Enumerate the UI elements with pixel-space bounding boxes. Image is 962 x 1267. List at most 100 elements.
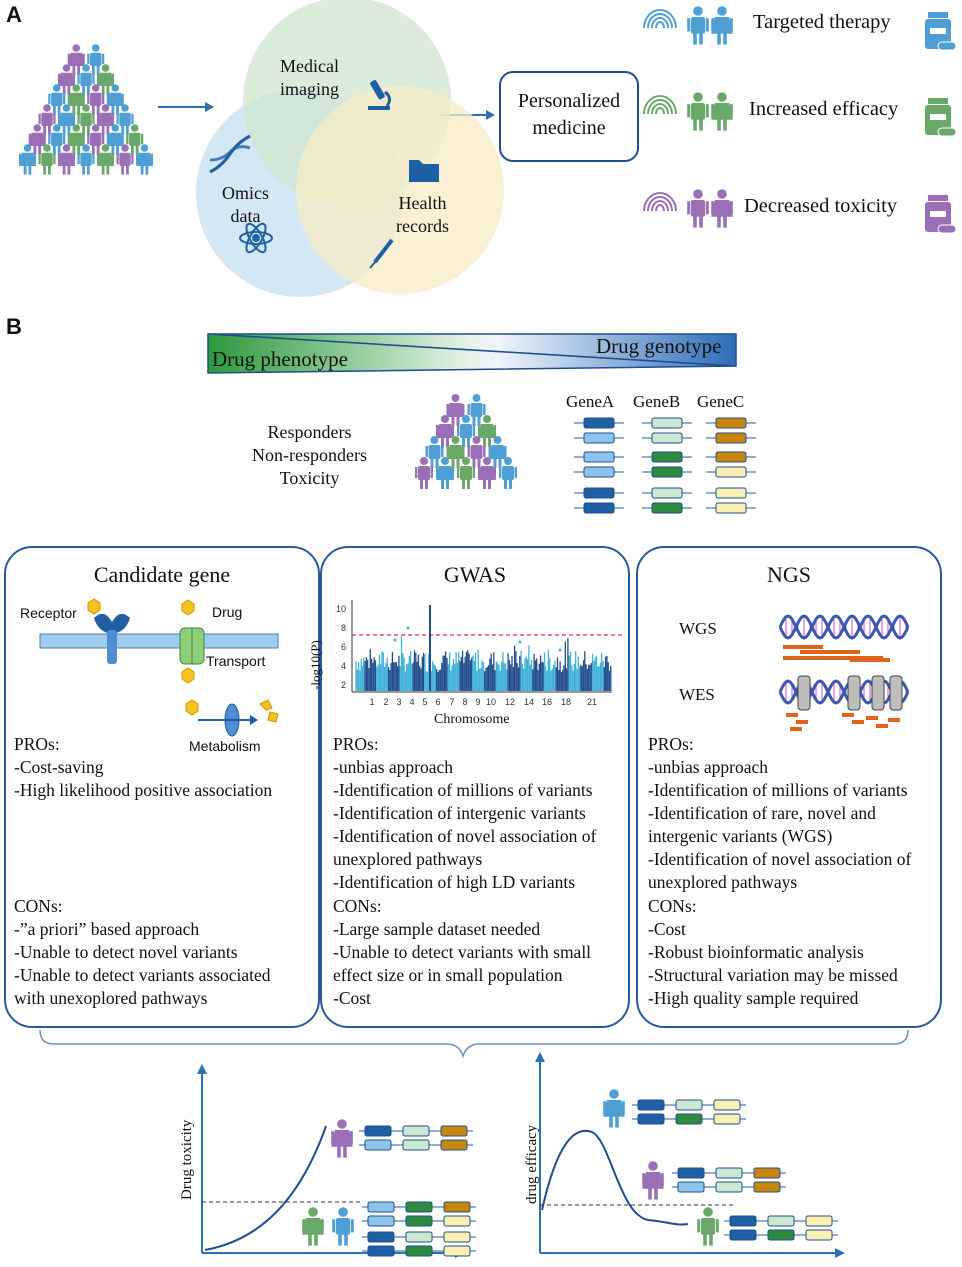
genotype-allele bbox=[583, 487, 615, 499]
genotype-allele bbox=[364, 1139, 392, 1151]
genotype-allele bbox=[637, 1099, 665, 1111]
pill-bottle-icon bbox=[925, 98, 957, 137]
genotype-allele bbox=[753, 1181, 781, 1193]
efficacy-curve bbox=[541, 1129, 689, 1226]
gwas-y-tick: 8 bbox=[341, 623, 346, 633]
person-icon bbox=[478, 415, 496, 447]
genotype-allele bbox=[729, 1229, 757, 1241]
receptor-label: Receptor bbox=[20, 605, 77, 621]
gwas-x-tick: 4 bbox=[409, 697, 414, 707]
person-icon bbox=[77, 144, 95, 175]
genotype-allele bbox=[713, 1113, 741, 1125]
fingerprint-icon bbox=[643, 9, 677, 29]
atom-icon bbox=[239, 222, 273, 254]
gwas-x-tick: 6 bbox=[435, 697, 440, 707]
genotype-allele bbox=[583, 502, 615, 514]
genotype-allele bbox=[583, 432, 615, 444]
gwas-y-tick: 6 bbox=[341, 642, 346, 652]
genotype-allele bbox=[651, 451, 683, 463]
candidate-pros: -Cost-saving -High likelihood positive a… bbox=[14, 757, 273, 800]
person-icon bbox=[87, 124, 105, 155]
genotype-allele bbox=[443, 1201, 471, 1213]
panel-b-letter: B bbox=[6, 314, 22, 339]
sequencing-read bbox=[790, 727, 802, 731]
venn-records-label: Health records bbox=[396, 193, 449, 236]
gene-c-label: GeneC bbox=[697, 392, 745, 411]
wgs-label: WGS bbox=[679, 619, 717, 638]
person-icon bbox=[96, 104, 115, 135]
gwas-x-tick: 7 bbox=[449, 697, 454, 707]
response-groups: Responders Non-responders Toxicity bbox=[252, 422, 367, 488]
genotype-allele bbox=[767, 1215, 795, 1227]
person-icon bbox=[499, 457, 517, 489]
metabolism-icon bbox=[185, 699, 279, 737]
person-icon bbox=[77, 64, 95, 95]
genotype-allele bbox=[729, 1215, 757, 1227]
gwas-x-tick: 12 bbox=[505, 697, 515, 707]
genotype-allele bbox=[715, 451, 747, 463]
population-crowd bbox=[18, 44, 154, 175]
genotype-allele bbox=[677, 1167, 705, 1179]
sequencing-read bbox=[850, 658, 890, 662]
genotype-allele bbox=[715, 466, 747, 478]
gwas-box: GWAS bbox=[320, 546, 630, 1028]
venn-omics-label: Omics data bbox=[222, 183, 269, 226]
person-icon bbox=[18, 144, 37, 175]
gwas-x-axis-label: Chromosome bbox=[434, 712, 510, 727]
person-icon bbox=[57, 144, 76, 175]
population-crowd-b bbox=[415, 394, 517, 489]
person-icon bbox=[116, 104, 134, 135]
person-icon bbox=[446, 394, 465, 426]
drug-genotype-label: Drug genotype bbox=[596, 334, 722, 358]
sequencing-read bbox=[786, 713, 798, 717]
genotype-allele bbox=[715, 432, 747, 444]
genotype-allele bbox=[443, 1245, 471, 1257]
ngs-cons: -Cost -Robust bioinformatic analysis -St… bbox=[648, 919, 898, 1008]
person-icon bbox=[467, 436, 486, 468]
venn-diagram bbox=[196, 0, 504, 297]
genotype-allele bbox=[405, 1245, 433, 1257]
sequencing-read bbox=[876, 724, 888, 728]
ngs-box: NGS bbox=[636, 546, 942, 1028]
drug-phenotype-label: Drug phenotype bbox=[212, 347, 348, 371]
genotype-allele bbox=[767, 1229, 795, 1241]
person-icon bbox=[126, 124, 144, 155]
person-icon bbox=[67, 84, 85, 115]
genotype-allele bbox=[651, 417, 683, 429]
genotype-allele bbox=[583, 466, 615, 478]
genotype-allele bbox=[715, 502, 747, 514]
toxicity-curve bbox=[204, 1125, 327, 1251]
genotype-allele bbox=[651, 432, 683, 444]
receptor-icon bbox=[94, 613, 130, 664]
person-icon bbox=[488, 436, 507, 468]
candidate-cons-header: CONs: bbox=[14, 896, 63, 916]
person-icon bbox=[478, 457, 496, 489]
genotype-allele bbox=[715, 1181, 743, 1193]
gwas-x-tick: 10 bbox=[486, 697, 496, 707]
genotype-allele bbox=[805, 1215, 833, 1227]
drug-label: Drug bbox=[212, 604, 243, 620]
outcome-decreased-toxicity: Decreased toxicity bbox=[744, 195, 898, 217]
folder-icon bbox=[409, 160, 439, 182]
person-icon bbox=[332, 1207, 354, 1246]
dna-icon bbox=[209, 134, 251, 174]
person-icon bbox=[711, 189, 733, 228]
sequencing-read bbox=[842, 713, 854, 717]
sequencing-read bbox=[888, 718, 900, 722]
genotype-allele bbox=[583, 417, 615, 429]
person-icon bbox=[106, 124, 124, 155]
genotype-allele bbox=[651, 502, 683, 514]
genotype-allele bbox=[367, 1201, 395, 1213]
person-icon bbox=[467, 394, 486, 426]
person-icon bbox=[697, 1207, 719, 1246]
person-icon bbox=[96, 144, 115, 175]
person-icon bbox=[436, 457, 454, 489]
ngs-title: NGS bbox=[766, 562, 811, 587]
person-icon bbox=[603, 1089, 625, 1128]
person-icon bbox=[38, 104, 56, 135]
gwas-y-tick: 10 bbox=[336, 604, 346, 614]
genotype-allele bbox=[675, 1099, 703, 1111]
personalized-medicine-label: Personalized medicine bbox=[517, 90, 621, 139]
gwas-pros: -unbias approach -Identification of mill… bbox=[333, 757, 597, 892]
